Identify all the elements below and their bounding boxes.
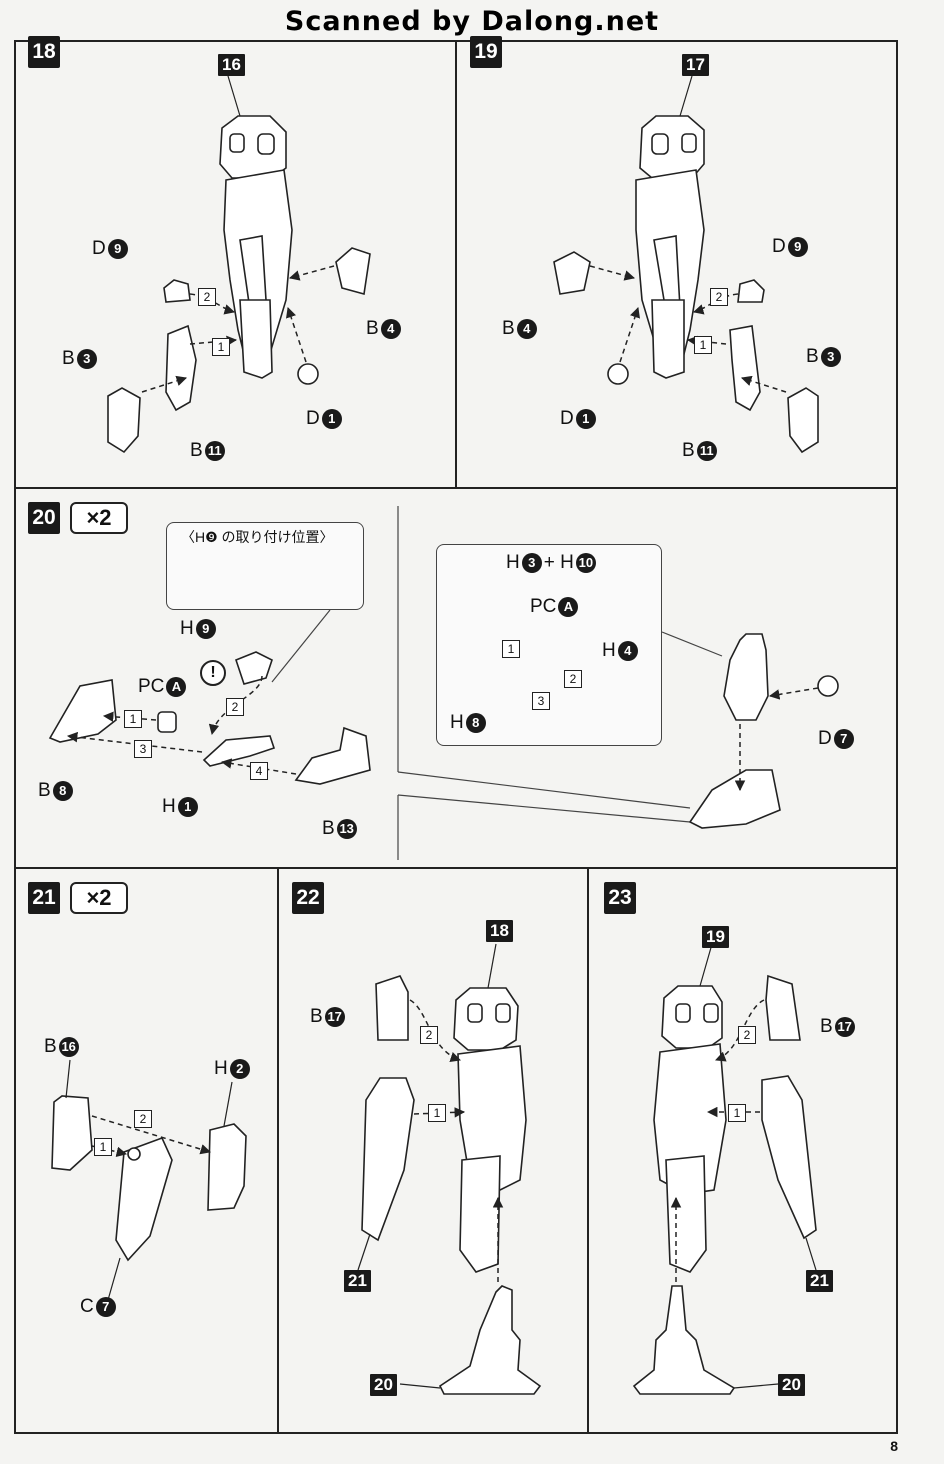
step-18-seq-2: 2 xyxy=(198,288,216,306)
step-20-multiplier: ×2 xyxy=(70,502,128,534)
step-20-detail-seq-2: 2 xyxy=(564,670,582,688)
step-23-assembly-ref-20: 20 xyxy=(778,1374,805,1396)
callout-title: 〈H❾ の取り付け位置〉 xyxy=(181,529,334,545)
step-20-seq-3: 3 xyxy=(134,740,152,758)
scan-credit: Scanned by Dalong.net xyxy=(284,6,660,37)
step-21-seq-2: 2 xyxy=(134,1110,152,1128)
page-number: 8 xyxy=(890,1438,898,1454)
step-21-seq-1: 1 xyxy=(94,1138,112,1156)
step-19-seq-1: 1 xyxy=(694,336,712,354)
step-21-multiplier: ×2 xyxy=(70,882,128,914)
step-20-number: 20 xyxy=(28,502,60,534)
step-22-number: 22 xyxy=(292,882,324,914)
step-18-number: 18 xyxy=(28,36,60,68)
h9-position-callout: 〈H❾ の取り付け位置〉 xyxy=(166,522,364,610)
step-23-assembly-ref-19: 19 xyxy=(702,926,729,948)
step-19-number: 19 xyxy=(470,36,502,68)
step-20-seq-4: 4 xyxy=(250,762,268,780)
step-22-assembly-ref-20: 20 xyxy=(370,1374,397,1396)
step-20-detail-seq-3: 3 xyxy=(532,692,550,710)
step-23-assembly-ref-21: 21 xyxy=(806,1270,833,1292)
step-22-assembly-ref-21: 21 xyxy=(344,1270,371,1292)
step-19-seq-2: 2 xyxy=(710,288,728,306)
step-23-seq-2: 2 xyxy=(738,1026,756,1044)
caution-icon: ! xyxy=(200,660,226,686)
step-23-number: 23 xyxy=(604,882,636,914)
step-19-assembly-ref-17: 17 xyxy=(682,54,709,76)
step-18-seq-1: 1 xyxy=(212,338,230,356)
step-18-assembly-ref-16: 16 xyxy=(218,54,245,76)
step-20-seq-1: 1 xyxy=(124,710,142,728)
step-21-number: 21 xyxy=(28,882,60,914)
step-22-seq-2: 2 xyxy=(420,1026,438,1044)
step-22-assembly-ref-18: 18 xyxy=(486,920,513,942)
step-20-seq-2: 2 xyxy=(226,698,244,716)
step-20-detail-seq-1: 1 xyxy=(502,640,520,658)
step-23-seq-1: 1 xyxy=(728,1104,746,1122)
step-22-seq-1: 1 xyxy=(428,1104,446,1122)
